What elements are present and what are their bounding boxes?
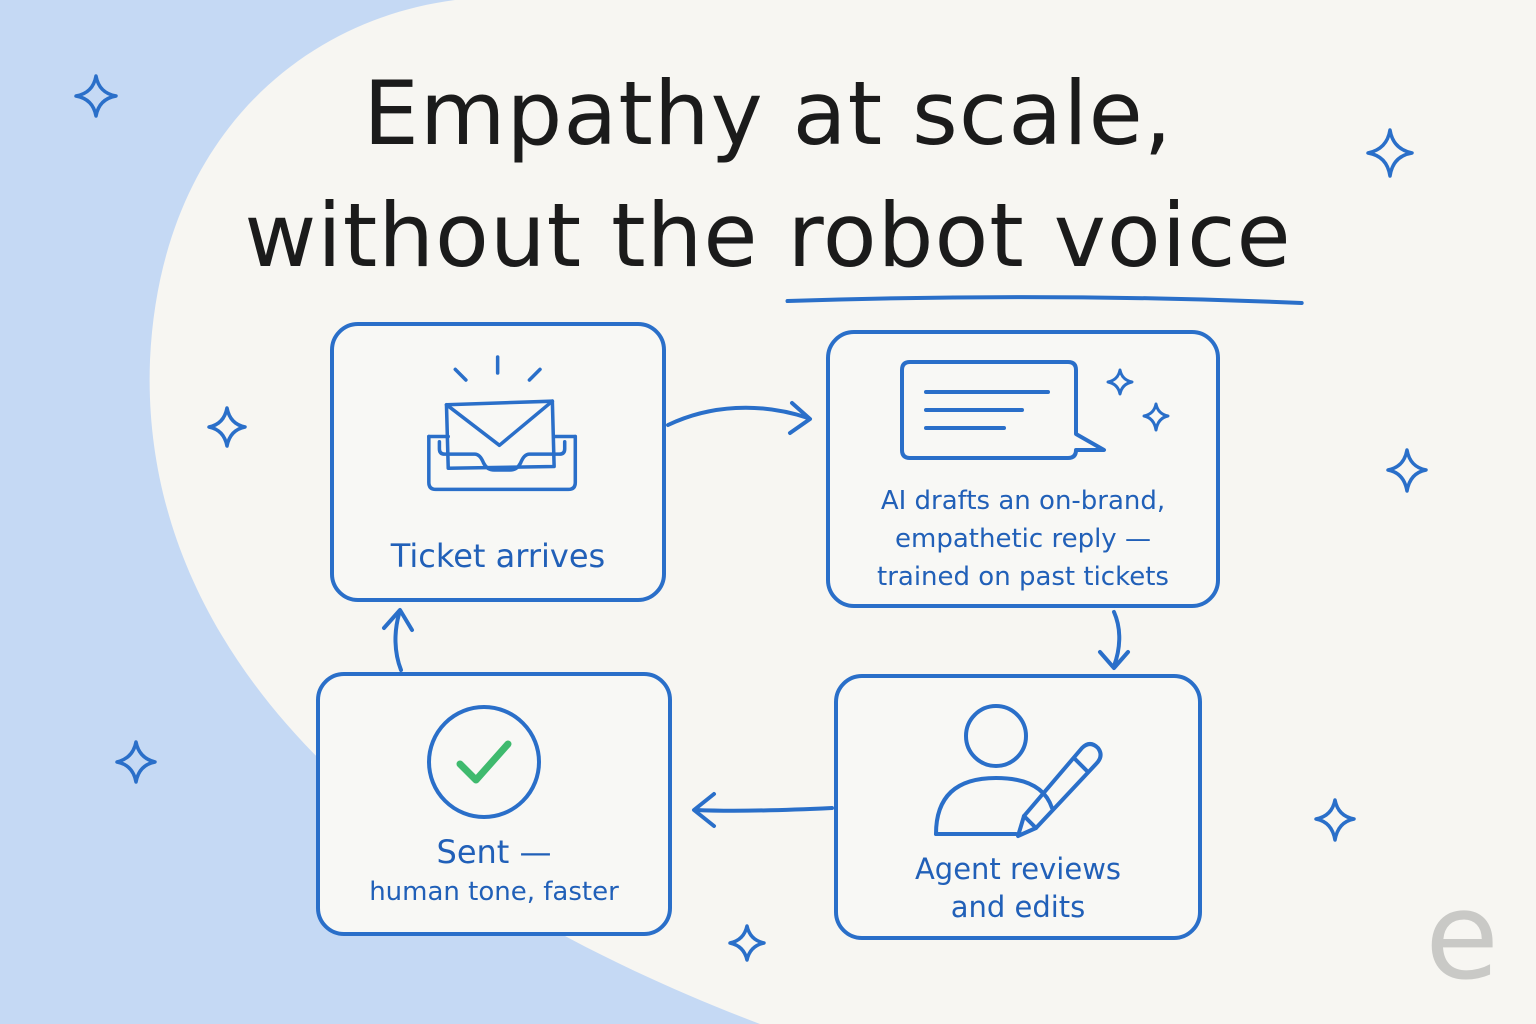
step-ai-draft-label: AI drafts an on-brand, empathetic reply … (830, 482, 1216, 596)
step-sent-label: Sent — human tone, faster (320, 832, 668, 912)
label-line: human tone, faster (369, 877, 619, 907)
arrow-sent-to-ticket (382, 608, 414, 672)
sparkle-icon (1386, 448, 1428, 493)
arrow-ai-to-agent (1098, 610, 1130, 670)
brand-watermark: e (1425, 868, 1499, 1007)
sparkle-icon (74, 74, 118, 118)
inbox-mail-icon (427, 355, 578, 492)
label-line: trained on past tickets (877, 562, 1169, 592)
label-line: Sent — (436, 833, 552, 871)
label-line: AI drafts an on-brand, (880, 486, 1166, 516)
check-circle-icon (427, 705, 541, 819)
label-line: and edits (950, 890, 1086, 924)
title-line-2-plain: without the (244, 184, 759, 287)
label-line: empathetic reply — (895, 524, 1151, 554)
title-line-1: Empathy at scale, (363, 62, 1173, 165)
step-agent-review-label: Agent reviews and edits (838, 850, 1198, 926)
step-ticket-arrives: Ticket arrives (330, 322, 666, 602)
step-ticket-arrives-label: Ticket arrives (334, 536, 662, 576)
user-edit-icon (934, 704, 1103, 838)
sparkle-icon (1314, 798, 1356, 842)
label-line: Ticket arrives (390, 537, 606, 575)
title-underline (785, 295, 1304, 305)
sparkle-icon (1366, 128, 1414, 178)
background-swoosh (0, 0, 760, 1024)
arrow-agent-to-sent (692, 792, 834, 828)
sparkle-icon (207, 406, 247, 448)
arrow-ticket-to-ai (666, 401, 812, 435)
sparkle-icon (728, 924, 766, 962)
step-sent: Sent — human tone, faster (316, 672, 672, 936)
sparkle-icon (115, 740, 157, 784)
label-line: Agent reviews (914, 852, 1122, 886)
chat-bubble-icon (900, 360, 1170, 460)
title-highlight: robot voice (787, 184, 1292, 287)
step-agent-review: Agent reviews and edits (834, 674, 1202, 940)
step-ai-draft: AI drafts an on-brand, empathetic reply … (826, 330, 1220, 608)
title-line-2: without the robot voice (0, 192, 1536, 280)
